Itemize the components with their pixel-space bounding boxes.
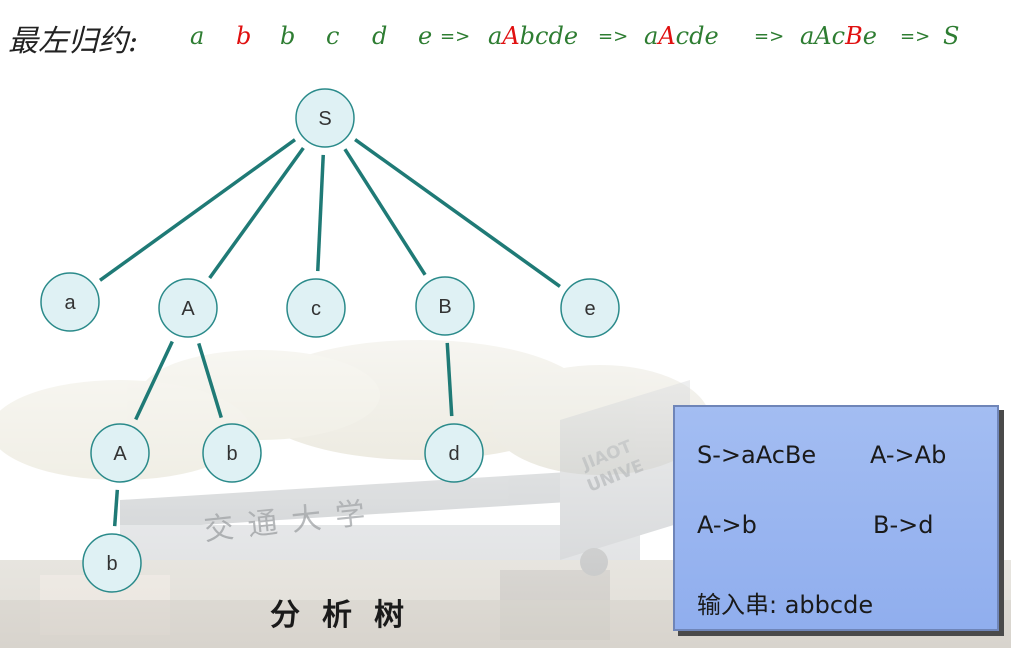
tree-node-circle — [286, 278, 346, 338]
title-arrow-4: => — [900, 26, 931, 47]
grammar-rule-2: A->Ab — [870, 441, 947, 469]
tree-node-label: e — [584, 298, 595, 320]
tree-caption: 分析树 — [270, 598, 426, 633]
tree-node-B: B — [415, 276, 475, 336]
step-2-part-3: cde — [675, 22, 719, 50]
tree-node-label: d — [448, 443, 459, 465]
step-2-part-1: a — [644, 22, 659, 50]
title-row: 最左归约: a b b c d e => aAbcde => aAcde => … — [8, 14, 1003, 62]
grammar-rule-1: S->aAcBe — [697, 441, 817, 469]
tree-node-circle — [202, 423, 262, 483]
tree-node-label: c — [311, 298, 321, 320]
step-4-part-1: S — [943, 22, 960, 50]
tree-node-A2: A — [90, 423, 150, 483]
title-token-d: d — [372, 22, 388, 50]
tree-node-a: a — [40, 272, 100, 332]
grammar-input-string: 输入串: abbcde — [697, 591, 874, 619]
title-step-4: S — [943, 22, 959, 50]
title-arrow-2: => — [598, 26, 629, 47]
tree-edge-A1-A2 — [134, 340, 174, 421]
step-1-part-2: A — [502, 22, 520, 50]
step-2-part-2: A — [658, 22, 676, 50]
tree-node-circle — [40, 272, 100, 332]
tree-node-circle — [560, 278, 620, 338]
title-step-2: aAcde — [644, 22, 719, 50]
tree-node-circle — [90, 423, 150, 483]
tree-node-d: d — [424, 423, 484, 483]
tree-edge-S-A1 — [208, 146, 305, 280]
tree-node-circle — [295, 88, 355, 148]
title-step-3: aAcBe — [800, 22, 877, 50]
tree-node-b2: b — [82, 533, 142, 593]
tree-node-e: e — [560, 278, 620, 338]
title-label: 最左归约: — [8, 24, 139, 59]
title-token-a: a — [190, 22, 205, 50]
title-token-e: e — [418, 22, 433, 50]
tree-node-c: c — [286, 278, 346, 338]
tree-node-label: S — [318, 108, 331, 130]
tree-node-label: b — [226, 443, 237, 465]
title-step-1: aAbcde — [488, 22, 578, 50]
tree-node-label: a — [64, 292, 76, 314]
tree-node-label: B — [438, 296, 451, 318]
tree-node-label: A — [113, 443, 127, 465]
tree-edge-S-c — [316, 154, 325, 272]
title-token-c: c — [326, 22, 340, 50]
grammar-rule-3: A->b — [697, 511, 757, 539]
tree-edge-A2-b2 — [112, 489, 120, 527]
tree-node-circle — [424, 423, 484, 483]
title-arrow-3: => — [754, 26, 785, 47]
tree-edge-S-B — [343, 148, 427, 276]
grammar-rule-4: B->d — [873, 511, 934, 539]
step-1-part-3: bcde — [519, 22, 579, 50]
tree-edge-A1-b1 — [197, 342, 223, 419]
title-arrow-1: => — [440, 26, 471, 47]
title-token-b: b — [280, 22, 296, 50]
tree-node-circle — [415, 276, 475, 336]
tree-node-label: b — [106, 553, 117, 575]
tree-node-label: A — [181, 298, 195, 320]
tree-edge-B-d — [445, 342, 454, 417]
grammar-box: S->aAcBe A->Ab A->b B->d 输入串: abbcde — [673, 405, 999, 631]
tree-node-b1: b — [202, 423, 262, 483]
step-1-part-1: a — [488, 22, 503, 50]
tree-node-circle — [82, 533, 142, 593]
tree-node-A1: A — [158, 278, 218, 338]
tree-edge-S-e — [354, 138, 561, 288]
tree-edge-S-a — [98, 138, 297, 282]
title-token-b-red: b — [236, 22, 252, 50]
tree-edges — [98, 138, 561, 527]
tree-node-circle — [158, 278, 218, 338]
tree-node-S: S — [295, 88, 355, 148]
step-3-part-2: B — [845, 22, 863, 50]
step-3-part-1: aAc — [800, 22, 846, 50]
step-3-part-3: e — [862, 22, 877, 50]
